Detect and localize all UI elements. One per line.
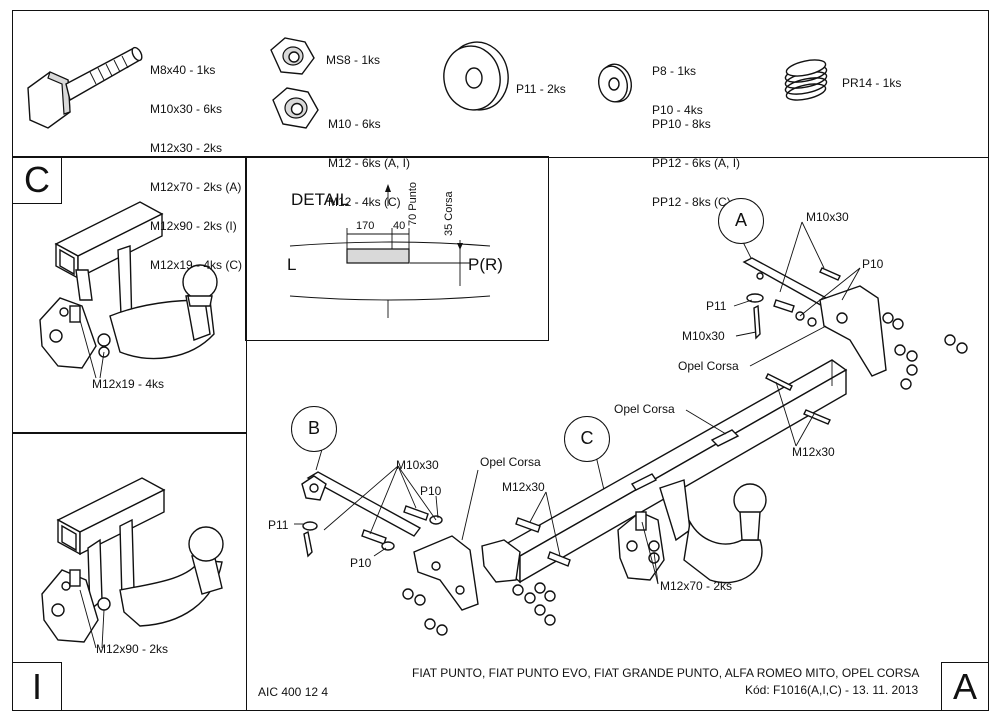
detail-left-label: L (287, 255, 297, 274)
bolt-line: M10x30 - 6ks (150, 102, 223, 116)
detail-drawing (289, 184, 491, 318)
washer-p11-label: P11 - 2ks (516, 82, 566, 96)
washer-p-list: P8 - 1ks P10 - 4ks (652, 39, 703, 130)
variant-c-letter: C (12, 156, 62, 204)
spring-label: PR14 - 1ks (842, 76, 902, 90)
variant-c-panel (12, 156, 247, 434)
parts-list-panel (12, 10, 989, 158)
detail-right-label: P(R) (468, 255, 503, 274)
nut-m10-icon (272, 87, 319, 129)
washer-p-line: P10 - 4ks (652, 103, 703, 117)
towbar-i-drawing (41, 477, 224, 649)
label-m12x30-right: M12x30 (792, 445, 835, 459)
main-assembly-drawing (294, 221, 968, 636)
bolt-line: M8x40 - 1ks (150, 63, 216, 77)
washer-pp-list: PP10 - 8ks PP12 - 6ks (A, I) PP12 - 8ks … (652, 92, 740, 222)
detail-title: DETAIL (291, 190, 350, 209)
label-a-p10: P10 (862, 257, 884, 271)
nut-line: M10 - 6ks (328, 117, 381, 131)
bolt-line: M12x70 - 2ks (A) (150, 180, 242, 194)
detail-dim-170: 170 (356, 220, 375, 232)
bolt-icon (27, 46, 143, 129)
washer-small-icon (597, 63, 633, 103)
label-b-p10-top: P10 (420, 484, 442, 498)
bolt-line: M12x90 - 2ks (I) (150, 219, 237, 233)
label-opel-corsa-2: Opel Corsa (614, 402, 675, 416)
washer-pp-line: PP12 - 6ks (A, I) (652, 156, 741, 170)
label-a-p11: P11 (706, 299, 727, 313)
drawing-kod: Kód: F1016(A,I,C) - 13. 11. 2013 (745, 683, 919, 697)
corner-a-letter: A (941, 662, 989, 711)
detail-vertical-2: 35 Corsa (443, 191, 455, 236)
label-opel-corsa-1: Opel Corsa (678, 359, 739, 373)
variant-i-bolt-label: M12x90 - 2ks (96, 642, 169, 656)
label-b-m12x30: M12x30 (502, 480, 545, 494)
nut-line: M12 - 4ks (C) (328, 195, 401, 209)
washer-p-line: P8 - 1ks (652, 64, 697, 78)
label-opel-corsa-3: Opel Corsa (480, 455, 541, 469)
bolt-line: M12x30 - 2ks (150, 141, 223, 155)
variant-c-bolt-label: M12x19 - 4ks (92, 377, 165, 391)
washer-pp-line: PP12 - 8ks (C) (652, 195, 731, 209)
nut-ms8-label: MS8 - 1ks (326, 53, 381, 67)
washer-pp-line: PP10 - 8ks (652, 117, 711, 131)
spring-icon (784, 59, 828, 101)
callout-a: A (718, 198, 764, 244)
label-b-p11: P11 (268, 518, 289, 532)
variant-i-letter: I (12, 662, 62, 711)
bolt-line: M12x19 - 4ks (C) (150, 258, 243, 272)
nut-ms8-icon (270, 37, 315, 75)
detail-panel (245, 156, 549, 341)
vehicle-list: FIAT PUNTO, FIAT PUNTO EVO, FIAT GRANDE … (412, 666, 920, 680)
label-b-p10-low: P10 (350, 556, 372, 570)
drawing-code: AIC 400 12 4 (258, 685, 329, 699)
variant-i-panel (12, 432, 247, 711)
detail-vertical-1: 70 Punto (407, 181, 419, 226)
washer-p11-icon (443, 41, 509, 111)
detail-dim-40: 40 (393, 220, 406, 232)
callout-b: B (291, 406, 337, 452)
callout-c: C (564, 416, 610, 462)
label-a-m10x30-low: M10x30 (682, 329, 725, 343)
nut-line: M12 - 6ks (A, I) (328, 156, 411, 170)
nut-list: M10 - 6ks M12 - 6ks (A, I) M12 - 4ks (C) (328, 92, 410, 222)
label-m12x70: M12x70 - 2ks (660, 579, 733, 593)
label-a-m10x30-top: M10x30 (806, 210, 849, 224)
towbar-c-drawing (39, 201, 218, 379)
label-b-m10x30: M10x30 (396, 458, 439, 472)
bolt-list: M8x40 - 1ks M10x30 - 6ks M12x30 - 2ks M1… (150, 38, 242, 285)
